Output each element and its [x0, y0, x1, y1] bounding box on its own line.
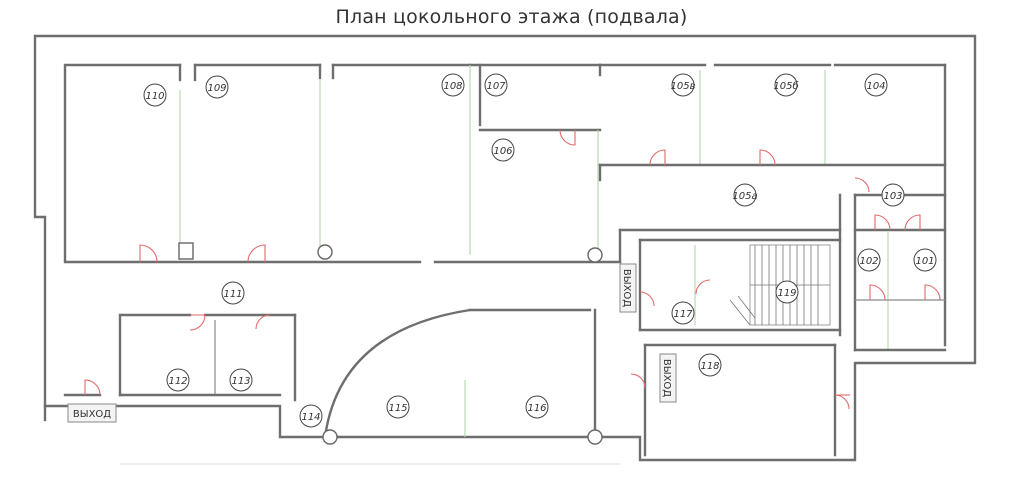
room-110-label: 110 — [143, 83, 167, 107]
upper-rooms-walls — [63, 63, 947, 347]
svg-text:107: 107 — [486, 81, 506, 92]
svg-text:ВЫХОД: ВЫХОД — [621, 269, 632, 307]
svg-text:105а: 105а — [732, 191, 757, 202]
curved-hall-walls — [323, 308, 597, 439]
svg-text:119: 119 — [777, 288, 796, 299]
room-111-label: 111 — [221, 281, 245, 305]
room-119-label: 119 — [775, 280, 799, 304]
room-113-label: 113 — [229, 368, 253, 392]
room-107-label: 107 — [484, 73, 508, 97]
room-103-label: 103 — [881, 183, 905, 207]
room-109-label: 109 — [205, 75, 229, 99]
room-102-label: 102 — [857, 248, 881, 272]
svg-text:111: 111 — [223, 289, 242, 300]
svg-text:ВЫХОД: ВЫХОД — [661, 359, 672, 397]
exit-sign-left: ВЫХОД — [67, 403, 117, 423]
room-104-label: 104 — [864, 73, 888, 97]
stair-block — [638, 238, 842, 332]
room-105b-label: 105б — [773, 73, 799, 97]
room-106-label: 106 — [491, 138, 515, 162]
svg-text:117: 117 — [673, 309, 693, 320]
svg-text:ВЫХОД: ВЫХОД — [73, 409, 111, 420]
room-labels: 110 109 108 107 106 105в 105б 104 105а 1… — [143, 73, 937, 428]
svg-text:106: 106 — [493, 146, 512, 157]
svg-text:113: 113 — [231, 376, 250, 387]
exit-sign-stair: ВЫХОД — [619, 263, 637, 313]
svg-text:110: 110 — [145, 91, 164, 102]
svg-text:108: 108 — [443, 81, 462, 92]
svg-text:101: 101 — [915, 256, 934, 267]
room-114-label: 114 — [299, 404, 323, 428]
svg-text:109: 109 — [207, 83, 226, 94]
svg-text:114: 114 — [301, 412, 320, 423]
outer-walls — [33, 34, 977, 462]
svg-text:103: 103 — [883, 191, 902, 202]
svg-text:118: 118 — [700, 361, 719, 372]
svg-text:112: 112 — [168, 376, 187, 387]
sanitary-block-walls — [853, 193, 947, 352]
corridor-walls — [63, 193, 947, 337]
room-105a-label: 105а — [732, 183, 758, 207]
room-118-walls — [643, 343, 837, 457]
svg-text:102: 102 — [859, 256, 878, 267]
room-116-label: 116 — [525, 395, 549, 419]
exit-sign-118: ВЫХОД — [659, 353, 677, 403]
room-105v-label: 105в — [671, 73, 696, 97]
plan-title: План цокольного этажа (подвала) — [335, 6, 688, 28]
room-101-label: 101 — [913, 248, 937, 272]
svg-text:115: 115 — [388, 403, 407, 414]
room-108-label: 108 — [441, 73, 465, 97]
lower-left-rooms-walls — [63, 313, 297, 402]
doors — [84, 129, 941, 410]
svg-text:116: 116 — [527, 403, 546, 414]
svg-text:104: 104 — [866, 81, 885, 92]
exit-signs: ВЫХОД ВЫХОД ВЫХОД — [67, 263, 677, 423]
room-117-label: 117 — [671, 301, 695, 325]
svg-text:105б: 105б — [773, 80, 798, 92]
columns — [317, 244, 603, 445]
svg-text:105в: 105в — [671, 81, 696, 92]
room-118-label: 118 — [698, 353, 722, 377]
room-115-label: 115 — [386, 395, 410, 419]
room-112-label: 112 — [166, 368, 190, 392]
